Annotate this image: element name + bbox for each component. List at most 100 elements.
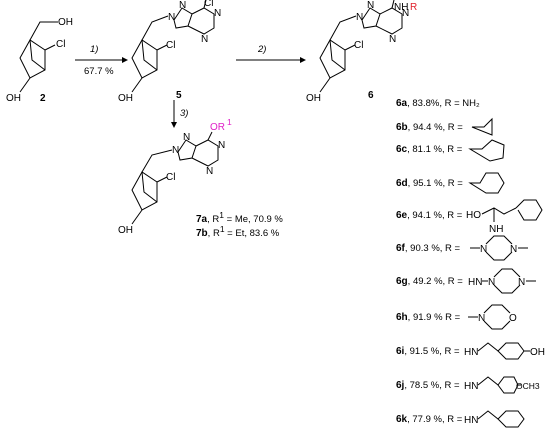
entry-text: , 77.9 %, R = [407,414,463,425]
atom-ho: HO [466,210,481,221]
step-1-label: 1) [90,44,98,55]
atom-or-superscript: 1 [227,117,232,127]
compound-id: 6c [396,144,408,155]
compound-id: 6i [396,346,405,357]
superscript: 1 [219,210,224,220]
morpholine-group: N O [468,304,517,330]
series-7-list: 7a, R1 = Me, 70.9 % 7b, R1 = Et, 83.6 % [196,210,283,239]
atom-or: OR [210,122,225,133]
tyramine-group: HN OH [464,342,545,360]
atom-n: N [168,12,175,23]
atom-n: N [206,166,213,177]
step-1-arrow: 1) 67.7 % [75,44,128,77]
compound-6-structure: N N N N NH R Cl OH 6 [306,0,417,104]
compound-id: 6f [396,243,406,254]
entry-text: , R [208,228,220,239]
compound-id: 6h [396,312,408,323]
atom-n: N [214,8,221,19]
entry-text: , 91.9 % R = [408,312,461,323]
compound-id: 6g [396,276,408,287]
entry-text: , 91.5 %, R = [404,346,460,357]
entry-text: , R [207,214,219,225]
compound-id: 6k [396,414,408,425]
atom-oh: OH [58,17,73,28]
atom-n: N [172,145,179,156]
atom-cl: Cl [204,0,213,9]
atom-cl: Cl [354,40,363,51]
atom-cl: Cl [166,40,175,51]
atom-n: N [183,132,190,143]
compound-id: 6e [396,210,408,221]
atom-oh: OH [306,93,321,104]
atom-n: N [201,34,208,45]
entry-text: , 81.1 %, R = [407,144,463,155]
cyclohexyl-group [468,172,505,194]
atom-n: N [367,0,374,11]
atom-oh: OH [530,347,545,358]
atom-och3: OCH3 [516,381,540,391]
atom-n: N [478,313,485,324]
atom-n: N [488,277,495,288]
list-item-7b: 7b, R1 = Et, 83.6 % [196,224,280,239]
series-6-list: 6a, 83.8%, R = NH₂ 6b, 94.4 %, R = 6c, 8… [396,98,545,428]
step-2-label: 2) [257,44,266,55]
step-3-label: 3) [180,108,188,119]
entry-text: , 49.2 %, R = [408,276,464,287]
compound-2-structure: OH Cl OH 2 [6,17,73,104]
list-item-6d: 6d, 95.1 %, R = [396,178,463,189]
list-item-6a: 6a, 83.8%, R = NH₂ [396,98,480,109]
atom-cl: Cl [166,172,175,183]
atom-n: N [218,140,225,151]
compound-id: 6j [396,380,405,391]
methoxyphenethylamine-group: HN OCH3 [464,376,540,394]
atom-n: N [480,244,487,255]
list-item-6b: 6b, 94.4 %, R = [396,122,463,133]
step-1-yield: 67.7 % [84,66,114,77]
atom-n: N [389,34,396,45]
atom-hn: HN [464,415,478,426]
step-2-arrow: 2) [236,44,306,63]
atom-n: N [402,8,409,19]
entry-text: , 94.4 %, R = [408,122,464,133]
compound-label-2: 2 [40,93,46,104]
list-item-6k: 6k, 77.9 %, R = [396,414,463,425]
atom-oh: OH [6,93,21,104]
compound-id: 7a [196,214,208,225]
entry-text: , 78.5 %, R = [404,380,460,391]
atom-r: R [410,2,417,13]
atom-oh: OH [118,93,133,104]
entry-rest: = Et, 83.6 % [225,228,280,239]
entry-text: , 94.1 %, R = [407,210,463,221]
entry-rest: = Me, 70.9 % [224,214,283,225]
atom-hn: HN [468,277,482,288]
entry-text: , 83.8%, R = NH₂ [407,98,480,109]
cyclopropyl-group [471,117,493,136]
cyclopentyl-group [468,139,505,162]
atom-cl: Cl [56,39,65,50]
atom-hn: HN [464,381,478,392]
list-item-6j: 6j, 78.5 %, R = [396,380,460,391]
compound-label-6: 6 [368,90,374,101]
list-item-6g: 6g, 49.2 %, R = [396,276,463,287]
list-item-6c: 6c, 81.1 %, R = [396,144,463,155]
list-item-6e: 6e, 94.1 %, R = [396,210,463,221]
compound-label-5: 5 [176,90,182,101]
aminomethylpiperazine-group: HN N N [468,268,536,294]
compound-id: 6b [396,122,408,133]
compound-id: 6a [396,98,408,109]
phenethylamine-group: HN [464,410,525,428]
phenylalaninol-group: HO NH [466,199,543,235]
atom-n: N [518,277,525,288]
compound-id: 6d [396,178,408,189]
methylpiperazine-group: N N [470,235,528,261]
atom-nh: NH [394,2,408,13]
list-item-7a: 7a, R1 = Me, 70.9 % [196,210,283,225]
superscript: 1 [220,224,225,234]
entry-text: , 90.3 %, R = [405,243,461,254]
atom-n: N [179,0,186,11]
atom-o: O [509,313,517,324]
compound-7-structure: N N N N OR 1 Cl OH [118,117,232,236]
list-item-6i: 6i, 91.5 %, R = [396,346,460,357]
atom-oh: OH [118,225,133,236]
